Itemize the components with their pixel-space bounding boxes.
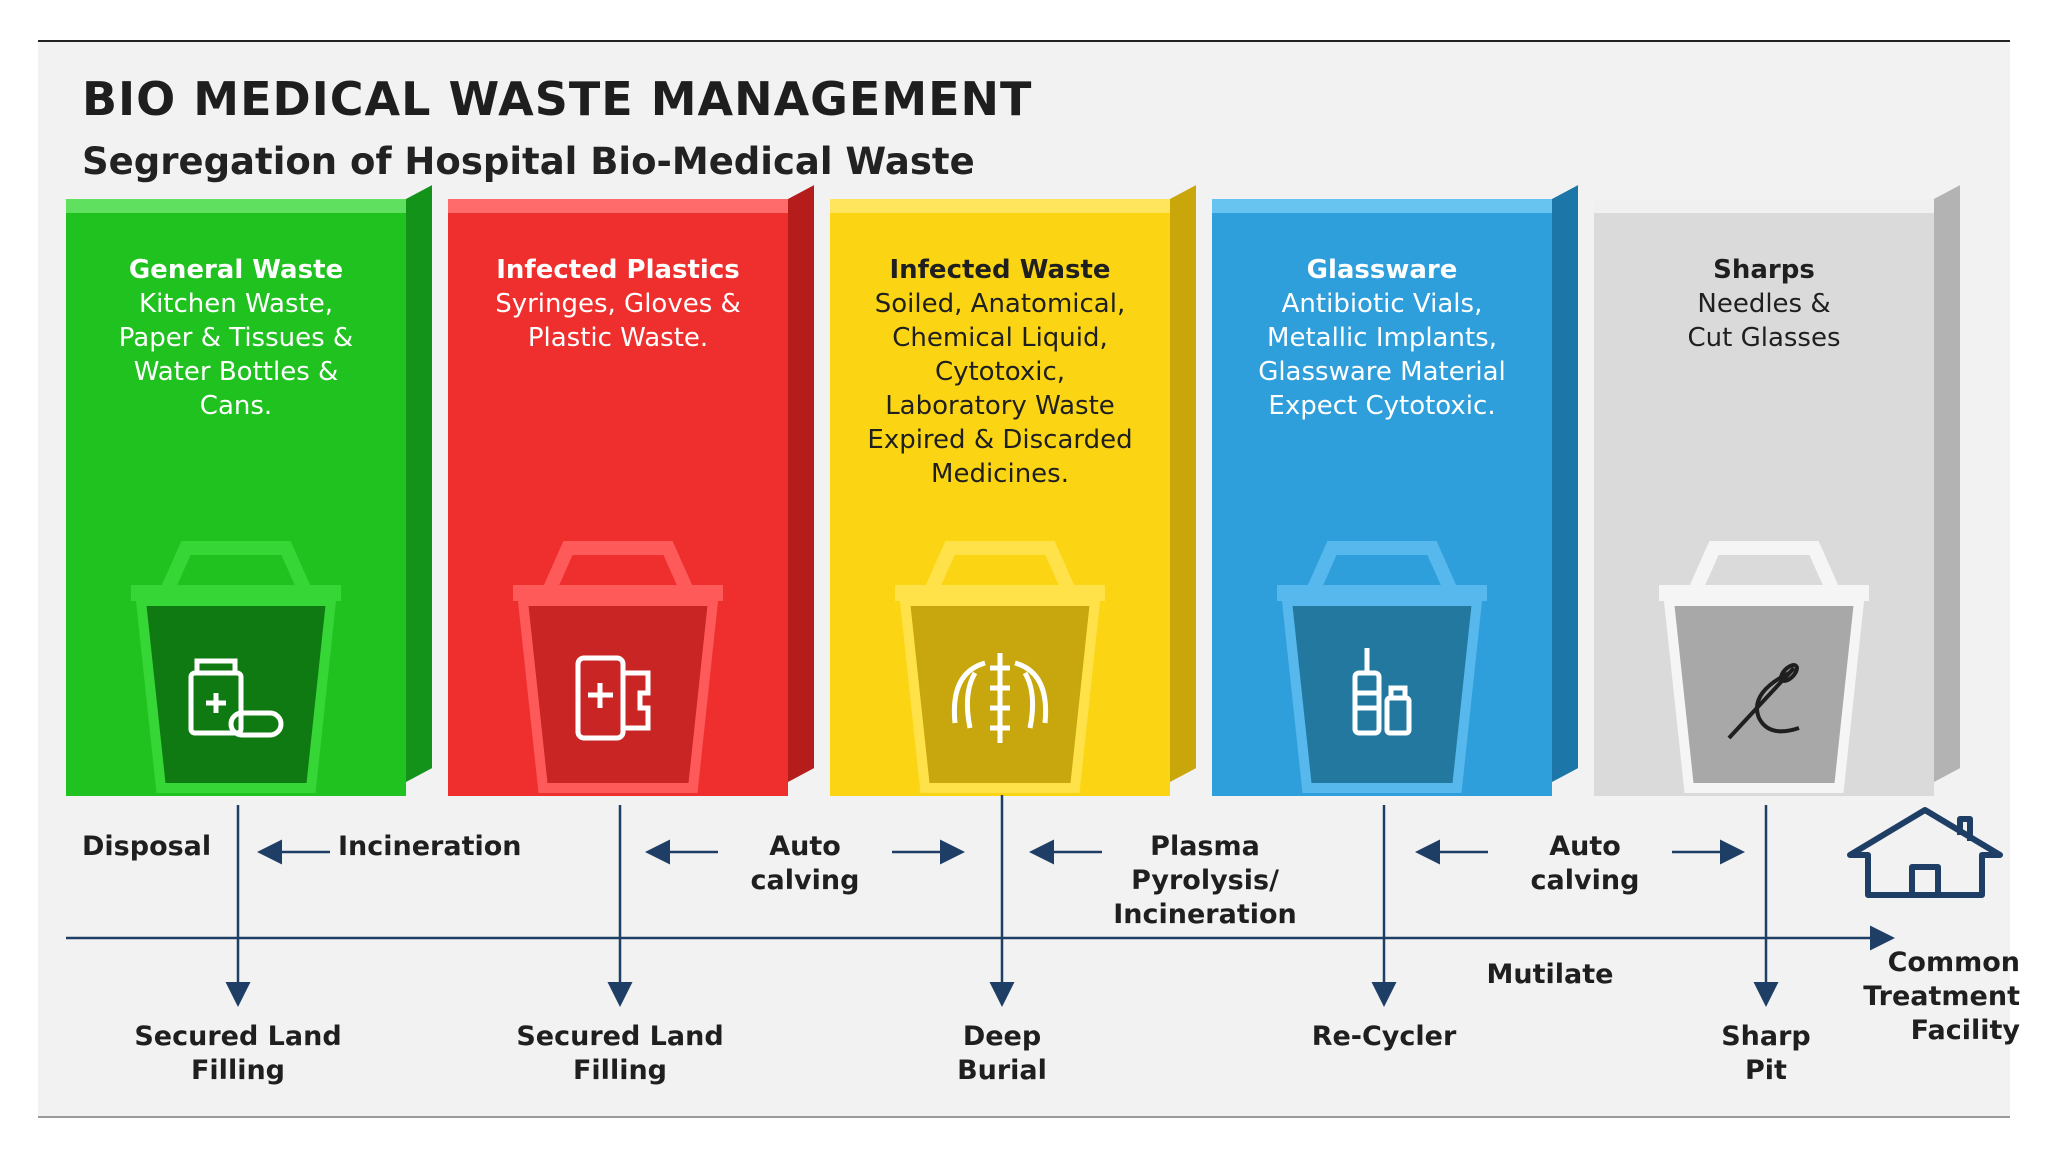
home-icon [1847, 807, 2003, 898]
plastic-roll-icon [575, 655, 651, 741]
label-disposal: Disposal [82, 831, 212, 862]
category-heading: General Waste [128, 255, 344, 285]
category-description: Kitchen Waste, Paper & Tissues & Water B… [118, 289, 354, 421]
ribcage-icon [951, 653, 1049, 743]
category-heading: Infected Waste [889, 255, 1111, 285]
category-sharps: Sharps Needles & Cut Glasses [1594, 185, 1960, 796]
medicine-bottle-pills-icon [188, 658, 284, 738]
waste-bin [513, 541, 723, 793]
category-heading: Infected Plastics [496, 255, 740, 285]
category-heading: Glassware [1306, 255, 1458, 285]
category-infected-plastics: Infected Plastics Syringes, Gloves & Pla… [448, 185, 814, 796]
label-incineration: Incineration [338, 831, 522, 862]
category-description: Soiled, Anatomical, Chemical Liquid, Cyt… [867, 289, 1133, 489]
category-description: Needles & Cut Glasses [1687, 289, 1841, 353]
category-infected-waste: Infected Waste Soiled, Anatomical, Chemi… [830, 185, 1196, 796]
vials-icon [1352, 648, 1412, 736]
outcome-sharp-pit: Sharp Pit [1721, 1021, 1811, 1086]
label-autoclave-1: Auto calving [750, 831, 860, 896]
category-description: Antibiotic Vials, Metallic Implants, Gla… [1258, 289, 1506, 421]
page-title: BIO MEDICAL WASTE MANAGEMENT [82, 72, 1033, 126]
category-heading: Sharps [1713, 255, 1815, 285]
waste-bin [895, 541, 1105, 793]
waste-bin [1277, 541, 1487, 793]
outcome-landfill-2: Secured Land Filling [516, 1021, 724, 1086]
waste-bin [1659, 541, 1869, 793]
outcome-deep-burial: Deep Burial [957, 1021, 1047, 1086]
category-glassware: Glassware Antibiotic Vials, Metallic Imp… [1212, 185, 1578, 796]
page-subtitle: Segregation of Hospital Bio-Medical Wast… [82, 140, 975, 183]
label-plasma-pyrolysis: Plasma Pyrolysis/ Incineration [1113, 831, 1297, 930]
label-mutilate: Mutilate [1486, 959, 1614, 990]
category-description: Syringes, Gloves & Plastic Waste. [495, 289, 741, 353]
waste-bin [131, 541, 341, 793]
outcome-landfill-1: Secured Land Filling [134, 1021, 342, 1086]
outcome-recycler: Re-Cycler [1311, 1021, 1457, 1052]
label-autoclave-2: Auto calving [1530, 831, 1640, 896]
outcome-common-treatment-facility: Common Treatment Facility [1863, 947, 2020, 1046]
needle-thread-icon [1727, 663, 1800, 740]
category-general-waste: General Waste Kitchen Waste, Paper & Tis… [66, 185, 432, 796]
